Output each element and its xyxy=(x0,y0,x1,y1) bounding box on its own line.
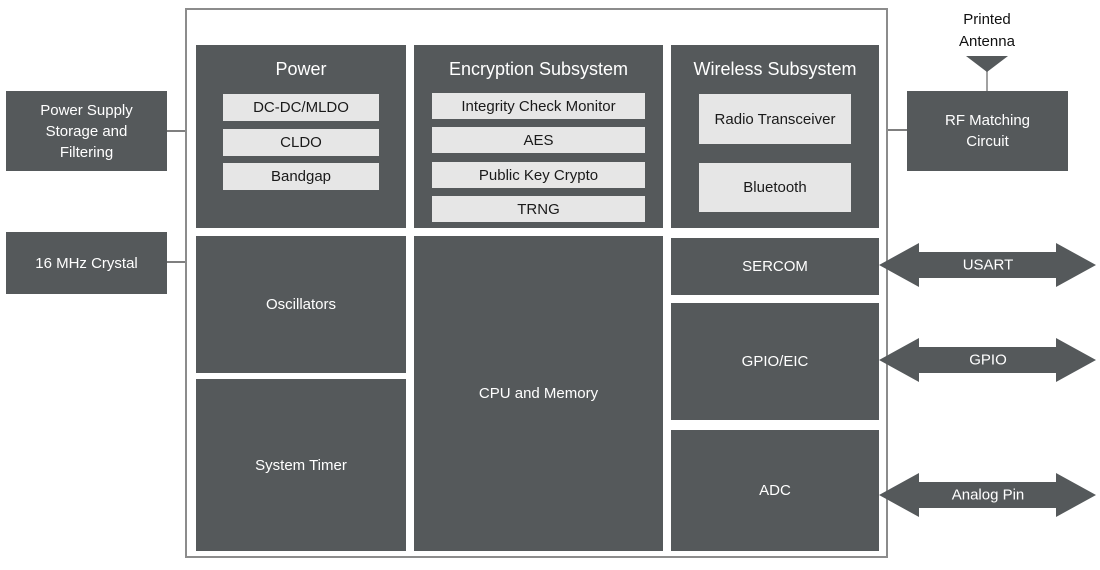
analog-pin-arrow-icon: Analog Pin xyxy=(879,473,1096,517)
analog-pin-arrow-label: Analog Pin xyxy=(952,487,1025,504)
usart-arrow-label: USART xyxy=(963,257,1014,274)
bandgap-box: Bandgap xyxy=(223,163,379,190)
cpu-memory-block: CPU and Memory xyxy=(414,236,663,551)
radio-transceiver-box: Radio Transceiver xyxy=(699,94,851,144)
printed-antenna-label: Printed Antenna xyxy=(959,11,1015,50)
encryption-subsystem-block: Encryption Subsystem Integrity Check Mon… xyxy=(414,45,663,228)
sercom-block: SERCOM xyxy=(671,238,879,295)
trng-box: TRNG xyxy=(432,196,645,222)
public-key-crypto-box: Public Key Crypto xyxy=(432,162,645,188)
rf-connector-line xyxy=(876,129,909,131)
power-supply-input-box: Power Supply Storage and Filtering xyxy=(6,91,167,171)
encryption-subsystem-title: Encryption Subsystem xyxy=(448,59,629,79)
power-title: Power xyxy=(275,59,327,79)
wireless-subsystem-block: Wireless Subsystem Radio Transceiver Blu… xyxy=(671,45,879,228)
bluetooth-box: Bluetooth xyxy=(699,163,851,212)
power-supply-connector-line xyxy=(167,130,198,132)
system-timer-block: System Timer xyxy=(196,379,406,551)
aes-box: AES xyxy=(432,127,645,153)
rf-matching-circuit-box: RF Matching Circuit xyxy=(907,91,1068,171)
power-block: Power DC-DC/MLDO CLDO Bandgap xyxy=(196,45,406,228)
gpio-arrow-label: GPIO xyxy=(969,352,1007,369)
gpio-arrow-icon: GPIO xyxy=(879,338,1096,382)
adc-block: ADC xyxy=(671,430,879,551)
oscillators-block: Oscillators xyxy=(196,236,406,373)
dc-dc-mldo-box: DC-DC/MLDO xyxy=(223,94,379,121)
usart-arrow-icon: USART xyxy=(879,243,1096,287)
gpio-eic-block: GPIO/EIC xyxy=(671,303,879,420)
antenna-icon xyxy=(966,56,1008,92)
integrity-check-monitor-box: Integrity Check Monitor xyxy=(432,93,645,119)
cldo-box: CLDO xyxy=(223,129,379,156)
crystal-connector-line xyxy=(167,261,198,263)
crystal-input-box: 16 MHz Crystal xyxy=(6,232,167,294)
wireless-subsystem-title: Wireless Subsystem xyxy=(693,59,857,79)
